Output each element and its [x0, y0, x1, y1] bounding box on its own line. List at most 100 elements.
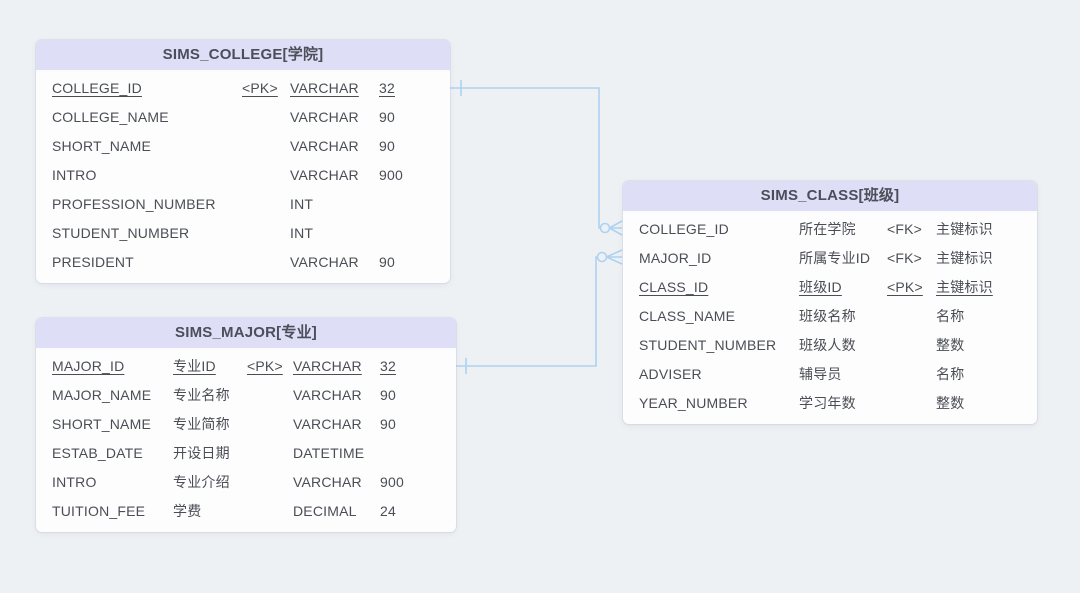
column-type: VARCHAR — [293, 416, 362, 432]
entity-table-sims-college[interactable]: SIMS_COLLEGE[学院] COLLEGE_ID <PK> VARCHAR… — [36, 40, 450, 283]
column-type: VARCHAR — [293, 358, 362, 374]
column-size: 90 — [379, 138, 395, 154]
column-name: STUDENT_NUMBER — [52, 225, 190, 241]
table-row: COLLEGE_ID 所在学院 <FK> 主键标识 — [623, 215, 1037, 244]
column-size: 90 — [380, 416, 396, 432]
table-row: MAJOR_ID 所属专业ID <FK> 主键标识 — [623, 244, 1037, 273]
column-type: 整数 — [936, 395, 965, 411]
column-key: <PK> — [247, 358, 283, 374]
column-name: COLLEGE_ID — [639, 221, 729, 237]
column-type: VARCHAR — [290, 167, 359, 183]
table-row: CLASS_NAME 班级名称 名称 — [623, 302, 1037, 331]
column-type: 主键标识 — [936, 221, 993, 237]
column-type: 整数 — [936, 337, 965, 353]
column-key: <PK> — [242, 80, 278, 96]
column-comment: 所属专业ID — [799, 250, 871, 266]
table-row: COLLEGE_NAME VARCHAR 90 — [36, 103, 450, 132]
table-row: MAJOR_NAME 专业名称 VARCHAR 90 — [36, 381, 456, 410]
column-size — [379, 190, 436, 219]
column-name: CLASS_ID — [639, 279, 709, 295]
table-title[interactable]: SIMS_CLASS[班级] — [623, 181, 1037, 213]
column-name: ADVISER — [639, 366, 702, 382]
table-row: TUITION_FEE 学费 DECIMAL 24 — [36, 497, 456, 526]
column-size: 90 — [380, 387, 396, 403]
column-name: PROFESSION_NUMBER — [52, 196, 216, 212]
column-type: DATETIME — [293, 445, 365, 461]
column-key — [247, 381, 293, 410]
table-row: INTRO VARCHAR 900 — [36, 161, 450, 190]
cardinality-zero-circle — [599, 222, 611, 234]
column-type: 主键标识 — [936, 250, 993, 266]
table-title[interactable]: SIMS_MAJOR[专业] — [36, 318, 456, 350]
relationship-college-class[interactable] — [450, 80, 623, 236]
column-name: INTRO — [52, 474, 97, 490]
column-size: 90 — [379, 254, 395, 270]
column-key — [247, 439, 293, 468]
column-type: 名称 — [936, 366, 965, 382]
column-name: STUDENT_NUMBER — [639, 337, 777, 353]
table-title[interactable]: SIMS_COLLEGE[学院] — [36, 40, 450, 72]
table-row: YEAR_NUMBER 学习年数 整数 — [623, 389, 1037, 418]
column-key — [887, 302, 936, 331]
column-type: INT — [290, 196, 314, 212]
column-comment: 班级人数 — [799, 337, 856, 353]
table-row: INTRO 专业介绍 VARCHAR 900 — [36, 468, 456, 497]
column-name: MAJOR_ID — [639, 250, 712, 266]
column-key — [242, 103, 290, 132]
column-comment: 班级ID — [799, 279, 842, 295]
column-size — [380, 439, 442, 468]
entity-table-sims-class[interactable]: SIMS_CLASS[班级] COLLEGE_ID 所在学院 <FK> 主键标识… — [623, 181, 1037, 424]
column-key — [242, 132, 290, 161]
column-comment: 专业介绍 — [173, 474, 230, 490]
column-size: 32 — [379, 80, 395, 96]
table-row: ADVISER 辅导员 名称 — [623, 360, 1037, 389]
connector-line[interactable] — [450, 87, 601, 229]
entity-table-sims-major[interactable]: SIMS_MAJOR[专业] MAJOR_ID 专业ID <PK> VARCHA… — [36, 318, 456, 532]
table-body: COLLEGE_ID 所在学院 <FK> 主键标识 MAJOR_ID 所属专业I… — [623, 213, 1037, 424]
column-type: VARCHAR — [293, 387, 362, 403]
column-size: 900 — [380, 474, 404, 490]
column-key: <FK> — [887, 221, 923, 237]
column-type: 主键标识 — [936, 279, 993, 295]
cardinality-zero-circle — [596, 251, 608, 263]
column-comment: 辅导员 — [799, 366, 842, 382]
crow-foot-icon — [609, 220, 623, 236]
connector-line[interactable] — [456, 256, 598, 367]
column-name: TUITION_FEE — [52, 503, 146, 519]
column-comment: 专业名称 — [173, 387, 230, 403]
column-key — [887, 389, 936, 418]
column-comment: 开设日期 — [173, 445, 230, 461]
column-key — [887, 360, 936, 389]
table-row: PROFESSION_NUMBER INT — [36, 190, 450, 219]
column-key — [242, 219, 290, 248]
column-name: COLLEGE_ID — [52, 80, 142, 96]
column-comment: 专业ID — [173, 358, 216, 374]
column-name: COLLEGE_NAME — [52, 109, 169, 125]
relationship-major-class[interactable] — [456, 249, 623, 374]
column-name: MAJOR_NAME — [52, 387, 152, 403]
column-comment: 班级名称 — [799, 308, 856, 324]
column-key — [242, 161, 290, 190]
column-name: PRESIDENT — [52, 254, 134, 270]
crow-foot-icon — [606, 249, 623, 265]
column-type: 名称 — [936, 308, 965, 324]
column-key — [247, 468, 293, 497]
column-type: VARCHAR — [290, 80, 359, 96]
table-body: COLLEGE_ID <PK> VARCHAR 32 COLLEGE_NAME … — [36, 72, 450, 283]
column-name: MAJOR_ID — [52, 358, 125, 374]
column-size: 900 — [379, 167, 403, 183]
column-key — [887, 331, 936, 360]
column-type: DECIMAL — [293, 503, 357, 519]
column-comment: 所在学院 — [799, 221, 856, 237]
column-name: YEAR_NUMBER — [639, 395, 748, 411]
column-size — [379, 219, 436, 248]
column-key — [242, 190, 290, 219]
column-name: ESTAB_DATE — [52, 445, 143, 461]
column-key: <FK> — [887, 250, 923, 266]
column-key — [247, 497, 293, 526]
column-type: VARCHAR — [293, 474, 362, 490]
table-row: SHORT_NAME 专业简称 VARCHAR 90 — [36, 410, 456, 439]
column-name: CLASS_NAME — [639, 308, 736, 324]
